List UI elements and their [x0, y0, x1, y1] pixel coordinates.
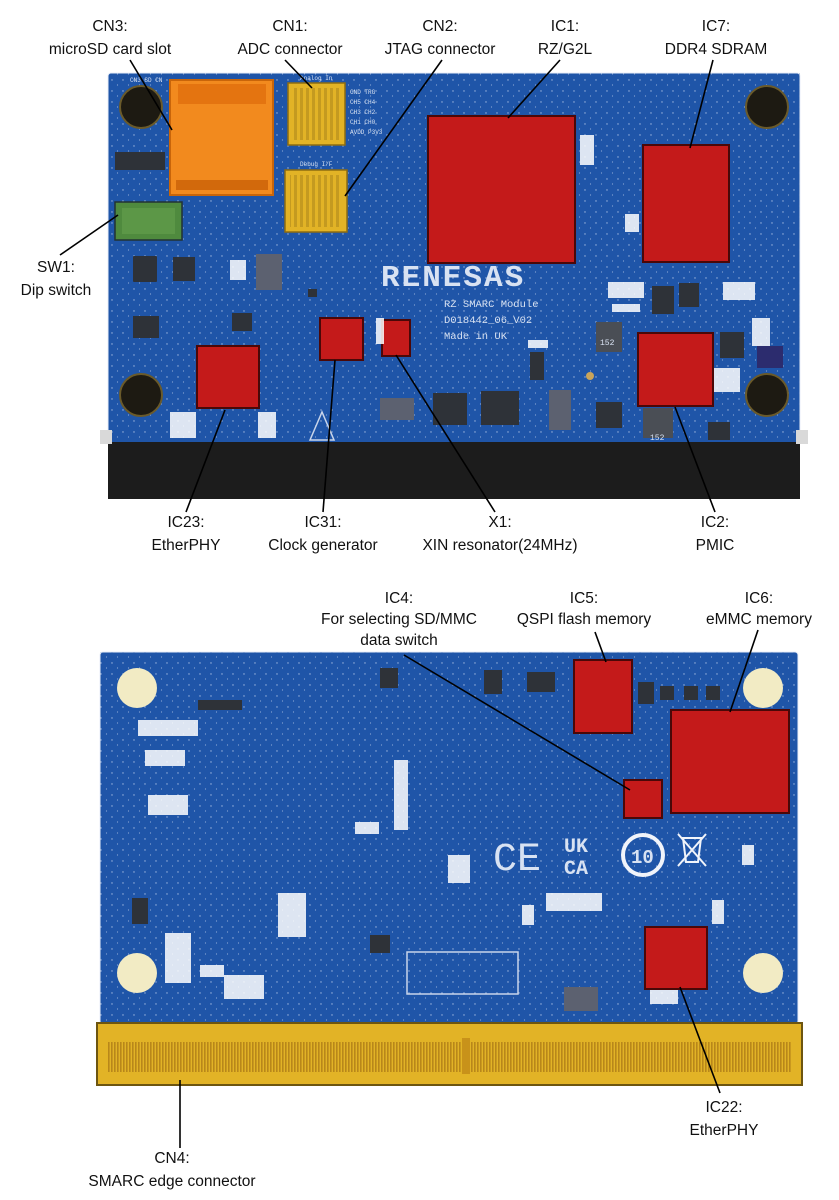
svg-text:Made in UK: Made in UK [444, 331, 508, 343]
label-ic23: EtherPHY [152, 537, 221, 554]
top-board: CN3 SD CN Analog In GND TRG CH5 CH4 CH3 … [100, 72, 808, 499]
top-edge-strip [108, 442, 800, 499]
label-x1: X1: [488, 514, 511, 531]
ic1-rzg2l-chip [427, 115, 576, 264]
svg-text:CE: CE [493, 838, 541, 883]
mounting-hole [119, 373, 163, 417]
label-ic2: IC2: [701, 514, 729, 531]
svg-text:152: 152 [600, 339, 615, 348]
label-cn1: CN1: [272, 18, 307, 35]
bottom-small-components [132, 668, 720, 1011]
label-cn2: CN2: [422, 18, 457, 35]
ic23-etherphy-chip [196, 345, 260, 409]
ic2-pmic-chip [637, 332, 714, 407]
svg-text:CH1 CH0: CH1 CH0 [350, 119, 376, 126]
label-ic23: IC23: [167, 514, 204, 531]
bottom-passives [138, 720, 754, 1004]
ic7-ddr4-chip [642, 144, 730, 263]
ic31-clock-generator-chip [319, 317, 364, 361]
svg-text:D018442_06_V02: D018442_06_V02 [444, 315, 532, 327]
label-sw1: Dip switch [21, 282, 92, 299]
label-cn4: SMARC edge connector [88, 1173, 255, 1190]
mounting-hole [745, 85, 789, 129]
label-ic6: eMMC memory [706, 611, 812, 628]
label-ic5: QSPI flash memory [517, 611, 652, 628]
ic22-etherphy-chip [644, 926, 708, 990]
label-ic31: IC31: [304, 514, 341, 531]
top-passives [170, 135, 770, 438]
top-small-components [115, 152, 783, 440]
mounting-hole [119, 85, 163, 129]
leader-lines [59, 59, 759, 1148]
x1-resonator [381, 319, 411, 357]
label-ic4: data switch [360, 632, 438, 649]
svg-text:Debug I/F: Debug I/F [300, 161, 333, 168]
compliance-marks: CE UK CA 10 [493, 833, 707, 883]
label-ic5: IC5: [570, 590, 598, 607]
label-ic22: EtherPHY [690, 1122, 759, 1139]
svg-text:GND TRG: GND TRG [350, 89, 376, 96]
mounting-pad [743, 668, 783, 708]
svg-text:CA: CA [564, 858, 588, 881]
mounting-pad [117, 953, 157, 993]
svg-text:CH5 CH4: CH5 CH4 [350, 99, 376, 106]
bottom-board: CE UK CA 10 [96, 651, 803, 1086]
cn1-adc-connector: Analog In GND TRG CH5 CH4 CH3 CH2 CH1 CH… [287, 75, 383, 146]
mounting-pad [117, 668, 157, 708]
weee-bin-icon [677, 833, 707, 867]
label-cn2: JTAG connector [385, 41, 496, 58]
svg-text:10: 10 [631, 847, 654, 869]
label-sw1: SW1: [37, 259, 75, 276]
label-cn4: CN4: [154, 1150, 189, 1167]
cn2-jtag-connector: Debug I/F [284, 161, 348, 233]
label-x1: XIN resonator(24MHz) [422, 537, 577, 554]
svg-text:Analog In: Analog In [300, 75, 333, 82]
svg-text:RZ SMARC Module: RZ SMARC Module [444, 299, 539, 311]
label-cn3: microSD card slot [49, 41, 172, 58]
cn4-smarc-edge-connector [96, 1022, 803, 1086]
label-cn3: CN3: [92, 18, 127, 35]
label-ic1: RZ/G2L [538, 41, 593, 58]
ic6-emmc-chip [670, 709, 790, 814]
svg-text:152: 152 [650, 434, 665, 443]
label-ic31: Clock generator [268, 537, 377, 554]
label-ic1: IC1: [551, 18, 579, 35]
renesas-logo: RENESAS [381, 261, 525, 296]
labels: CN3: microSD card slot CN1: ADC connecto… [21, 18, 813, 1190]
ic4-sdmmc-switch-chip [623, 779, 663, 819]
label-cn1: ADC connector [237, 41, 342, 58]
mounting-pad [743, 953, 783, 993]
label-ic7: DDR4 SDRAM [665, 41, 767, 58]
ic5-qspi-flash-chip [573, 659, 633, 734]
cn3-microsd-slot: CN3 SD CN [130, 77, 274, 196]
svg-text:UK: UK [564, 836, 588, 859]
label-ic4: IC4: [385, 590, 413, 607]
label-ic22: IC22: [705, 1099, 742, 1116]
label-ic2: PMIC [696, 537, 735, 554]
label-ic4: For selecting SD/MMC [321, 611, 477, 628]
label-ic6: IC6: [745, 590, 773, 607]
svg-text:CH3 CH2: CH3 CH2 [350, 109, 376, 116]
mounting-hole [745, 373, 789, 417]
svg-text:CN3 SD CN: CN3 SD CN [130, 77, 163, 84]
svg-text:AVDD P3V3: AVDD P3V3 [350, 129, 383, 136]
label-ic7: IC7: [702, 18, 730, 35]
